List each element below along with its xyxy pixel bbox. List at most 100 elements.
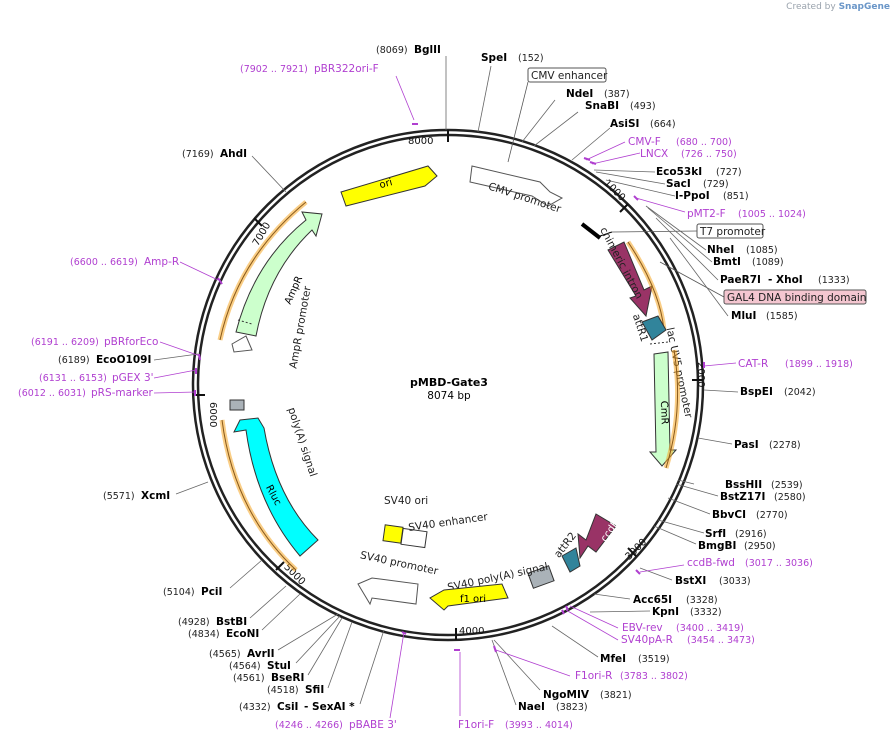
enzyme-nhei-pos: (1085)	[746, 245, 778, 256]
leader-amp-r	[179, 261, 219, 281]
enzyme-srfi-pos: (2916)	[735, 529, 767, 540]
feature-intron-track-line	[627, 241, 665, 331]
snapgene-logo: SnapGene	[838, 2, 890, 12]
enzyme-bstbi-pos: (4928)	[178, 617, 210, 628]
enzyme-csii-pos: (4332)	[239, 702, 271, 713]
enzyme-pasi: PasI	[734, 439, 759, 451]
tick-7000	[253, 217, 263, 227]
enzyme-ngomiv: NgoMIV	[543, 689, 590, 701]
enzyme-bspei-pos: (2042)	[784, 387, 816, 398]
feature-cmv-promoter-arrow	[469, 165, 564, 207]
enzyme-sfii: SfiI	[305, 684, 324, 696]
feature-attr1-arrow	[641, 315, 667, 341]
primer-cmv-f: CMV-F	[628, 136, 661, 148]
enzyme-labels-left: (8069) BglII (7169) AhdI (6189) EcoO109I…	[58, 44, 441, 713]
enzyme-naei: NaeI	[518, 701, 545, 713]
boxed-gal4-label: GAL4 DNA binding domain	[727, 292, 866, 304]
enzyme-sfii-pos: (4518)	[267, 685, 299, 696]
leader-cat-r	[703, 362, 737, 367]
enzyme-srfi: SrfI	[705, 528, 726, 540]
boxed-t7-promoter-leader	[611, 230, 698, 233]
boxed-gal4-leader	[659, 261, 725, 298]
enzyme-bstxi-pos: (3033)	[719, 576, 751, 587]
enzyme-i-ppoi: I-PpoI	[675, 190, 710, 202]
leader-lncx	[591, 152, 641, 165]
enzyme-pasi-pos: (2278)	[769, 440, 801, 451]
enzyme-ahdi: AhdI	[220, 148, 247, 160]
leader-ccdb-fwd	[639, 564, 685, 573]
enzyme-spei-pos: (152)	[518, 53, 544, 64]
leader-mfei	[551, 625, 599, 658]
enzyme-ecoo109i-pos: (6189)	[58, 355, 90, 366]
enzyme-bbvci: BbvCI	[712, 509, 746, 521]
leader-i-ppoi	[605, 179, 676, 197]
feature-rluc-track-line	[221, 419, 297, 571]
feature-ampr-promoter-arrow	[231, 335, 253, 353]
enzyme-snabi-pos: (493)	[630, 101, 656, 112]
primer-ccdb-fwd: ccdB-fwd	[687, 557, 735, 569]
feature-ccdb-arrow	[577, 513, 617, 560]
feature-sv40-ori-label: SV40 ori	[384, 495, 428, 507]
enzyme-kpni: KpnI	[652, 606, 679, 618]
feature-cmr-label: CmR	[658, 401, 670, 425]
leader-bspei	[703, 389, 739, 393]
feature-sv40-ori-block	[382, 524, 404, 544]
feature-t7-bar	[580, 222, 602, 240]
enzyme-eco53ki-pos: (727)	[716, 167, 742, 178]
snapgene-brand: Created by SnapGene	[786, 2, 890, 12]
primer-pbrforeco: pBRforEco	[104, 336, 158, 348]
primer-leaders	[153, 75, 737, 719]
enzyme-avrii-pos: (4565)	[209, 649, 241, 660]
primer-pbr322ori-pos: (7902 .. 7921)	[240, 64, 308, 75]
leader-f1ori-r	[495, 649, 571, 677]
leader-stui	[295, 615, 341, 664]
enzyme-bbvci-pos: (2770)	[756, 510, 788, 521]
enzyme-bstz17i: BstZ17I	[720, 491, 765, 503]
enzyme-paer7i-pos: (1333)	[818, 275, 850, 286]
leader-kpni	[589, 610, 651, 613]
leader-mlui	[669, 237, 729, 317]
primer-lncx: LNCX	[640, 148, 668, 160]
feature-sv40-enhancer-label: SV40 enhancer	[408, 511, 490, 534]
feature-chimeric-intron-arrow	[607, 241, 653, 318]
primer-lncx-pos: (726 .. 750)	[681, 149, 737, 160]
feature-attr1-label: attR1	[630, 312, 650, 343]
primer-pgex: pGEX 3'	[112, 372, 154, 384]
leader-ahdi	[251, 155, 287, 193]
feature-sv40-enhancer-block	[400, 527, 428, 549]
boxed-cmv-enhancer-leader	[507, 81, 529, 163]
enzyme-bglii: BglII	[414, 44, 441, 56]
feature-rluc-arrow	[233, 417, 319, 557]
leader-snabi	[533, 111, 579, 147]
enzyme-bmti: BmtI	[713, 256, 741, 268]
feature-sv40-promoter-arrow	[357, 577, 419, 606]
feature-ori-label: ori	[378, 177, 393, 191]
primer-sv40pa-r: SV40pA-R	[621, 634, 673, 646]
primer-prs-marker: pRS-marker	[91, 387, 154, 399]
feature-polya-label: poly(A) signal	[285, 406, 319, 478]
enzyme-mfei-pos: (3519)	[638, 654, 670, 665]
enzyme-xhoi: - XhoI	[768, 274, 803, 286]
enzyme-ndei: NdeI	[566, 88, 593, 100]
leader-pbr322ori	[395, 75, 415, 121]
enzyme-i-ppoi-pos: (851)	[723, 191, 749, 202]
feature-f1ori-label: f1 ori	[460, 594, 486, 605]
enzyme-saci-pos: (729)	[703, 179, 729, 190]
enzyme-avrii: AvrII	[247, 648, 275, 660]
leader-prs-marker	[153, 391, 197, 394]
feature-attr2-arrow	[561, 547, 581, 573]
enzyme-bstxi: BstXI	[675, 575, 706, 587]
enzyme-leaders	[153, 56, 739, 706]
boxed-cmv-enhancer-label: CMV enhancer	[531, 70, 608, 82]
enzyme-sexai: - SexAI *	[304, 701, 355, 713]
feature-polya-block	[229, 399, 245, 411]
leader-saci	[595, 171, 666, 185]
enzyme-acc65i-pos: (3328)	[686, 595, 718, 606]
primer-pbabe: pBABE 3'	[349, 719, 397, 731]
enzyme-snabi: SnaBI	[585, 100, 619, 112]
enzyme-asisi-pos: (664)	[650, 119, 676, 130]
leader-ebv-rev	[569, 605, 619, 629]
enzyme-naei-pos: (3823)	[556, 702, 588, 713]
leader-pbabe	[389, 631, 405, 719]
tick-label-2000: 2000	[695, 362, 706, 387]
